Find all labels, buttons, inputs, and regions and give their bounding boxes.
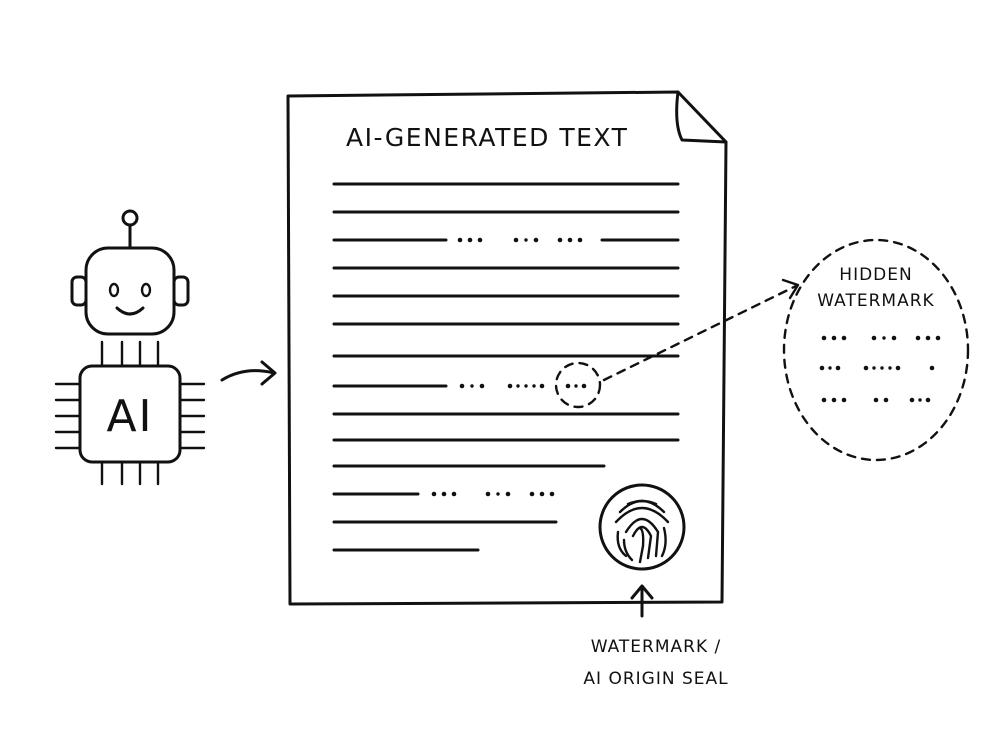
watermark-dots-line-13 — [431, 491, 555, 497]
chip-label: AI — [106, 391, 153, 442]
seal-label-line1: WATERMARK / — [591, 637, 722, 657]
ai-chip-icon: AI — [54, 340, 206, 486]
callout-title-line2: WATERMARK — [817, 291, 934, 311]
flow-arrow — [220, 360, 277, 386]
robot-head-icon — [70, 209, 190, 336]
watermark-dots-line-8 — [459, 383, 587, 389]
fingerprint-icon — [598, 483, 686, 571]
watermark-dots-line-3 — [457, 237, 583, 243]
seal-label-line2: AI ORIGIN SEAL — [583, 669, 728, 689]
seal-arrow — [630, 584, 654, 618]
document-page-icon — [286, 90, 728, 606]
callout-leader — [602, 278, 800, 382]
document-title: AI-GENERATED TEXT — [346, 123, 628, 152]
callout-title-line1: HIDDEN — [839, 265, 912, 285]
text-lines — [332, 182, 680, 552]
dashed-circle-icon — [554, 361, 602, 409]
hidden-watermark-callout: HIDDEN WATERMARK — [782, 238, 970, 462]
